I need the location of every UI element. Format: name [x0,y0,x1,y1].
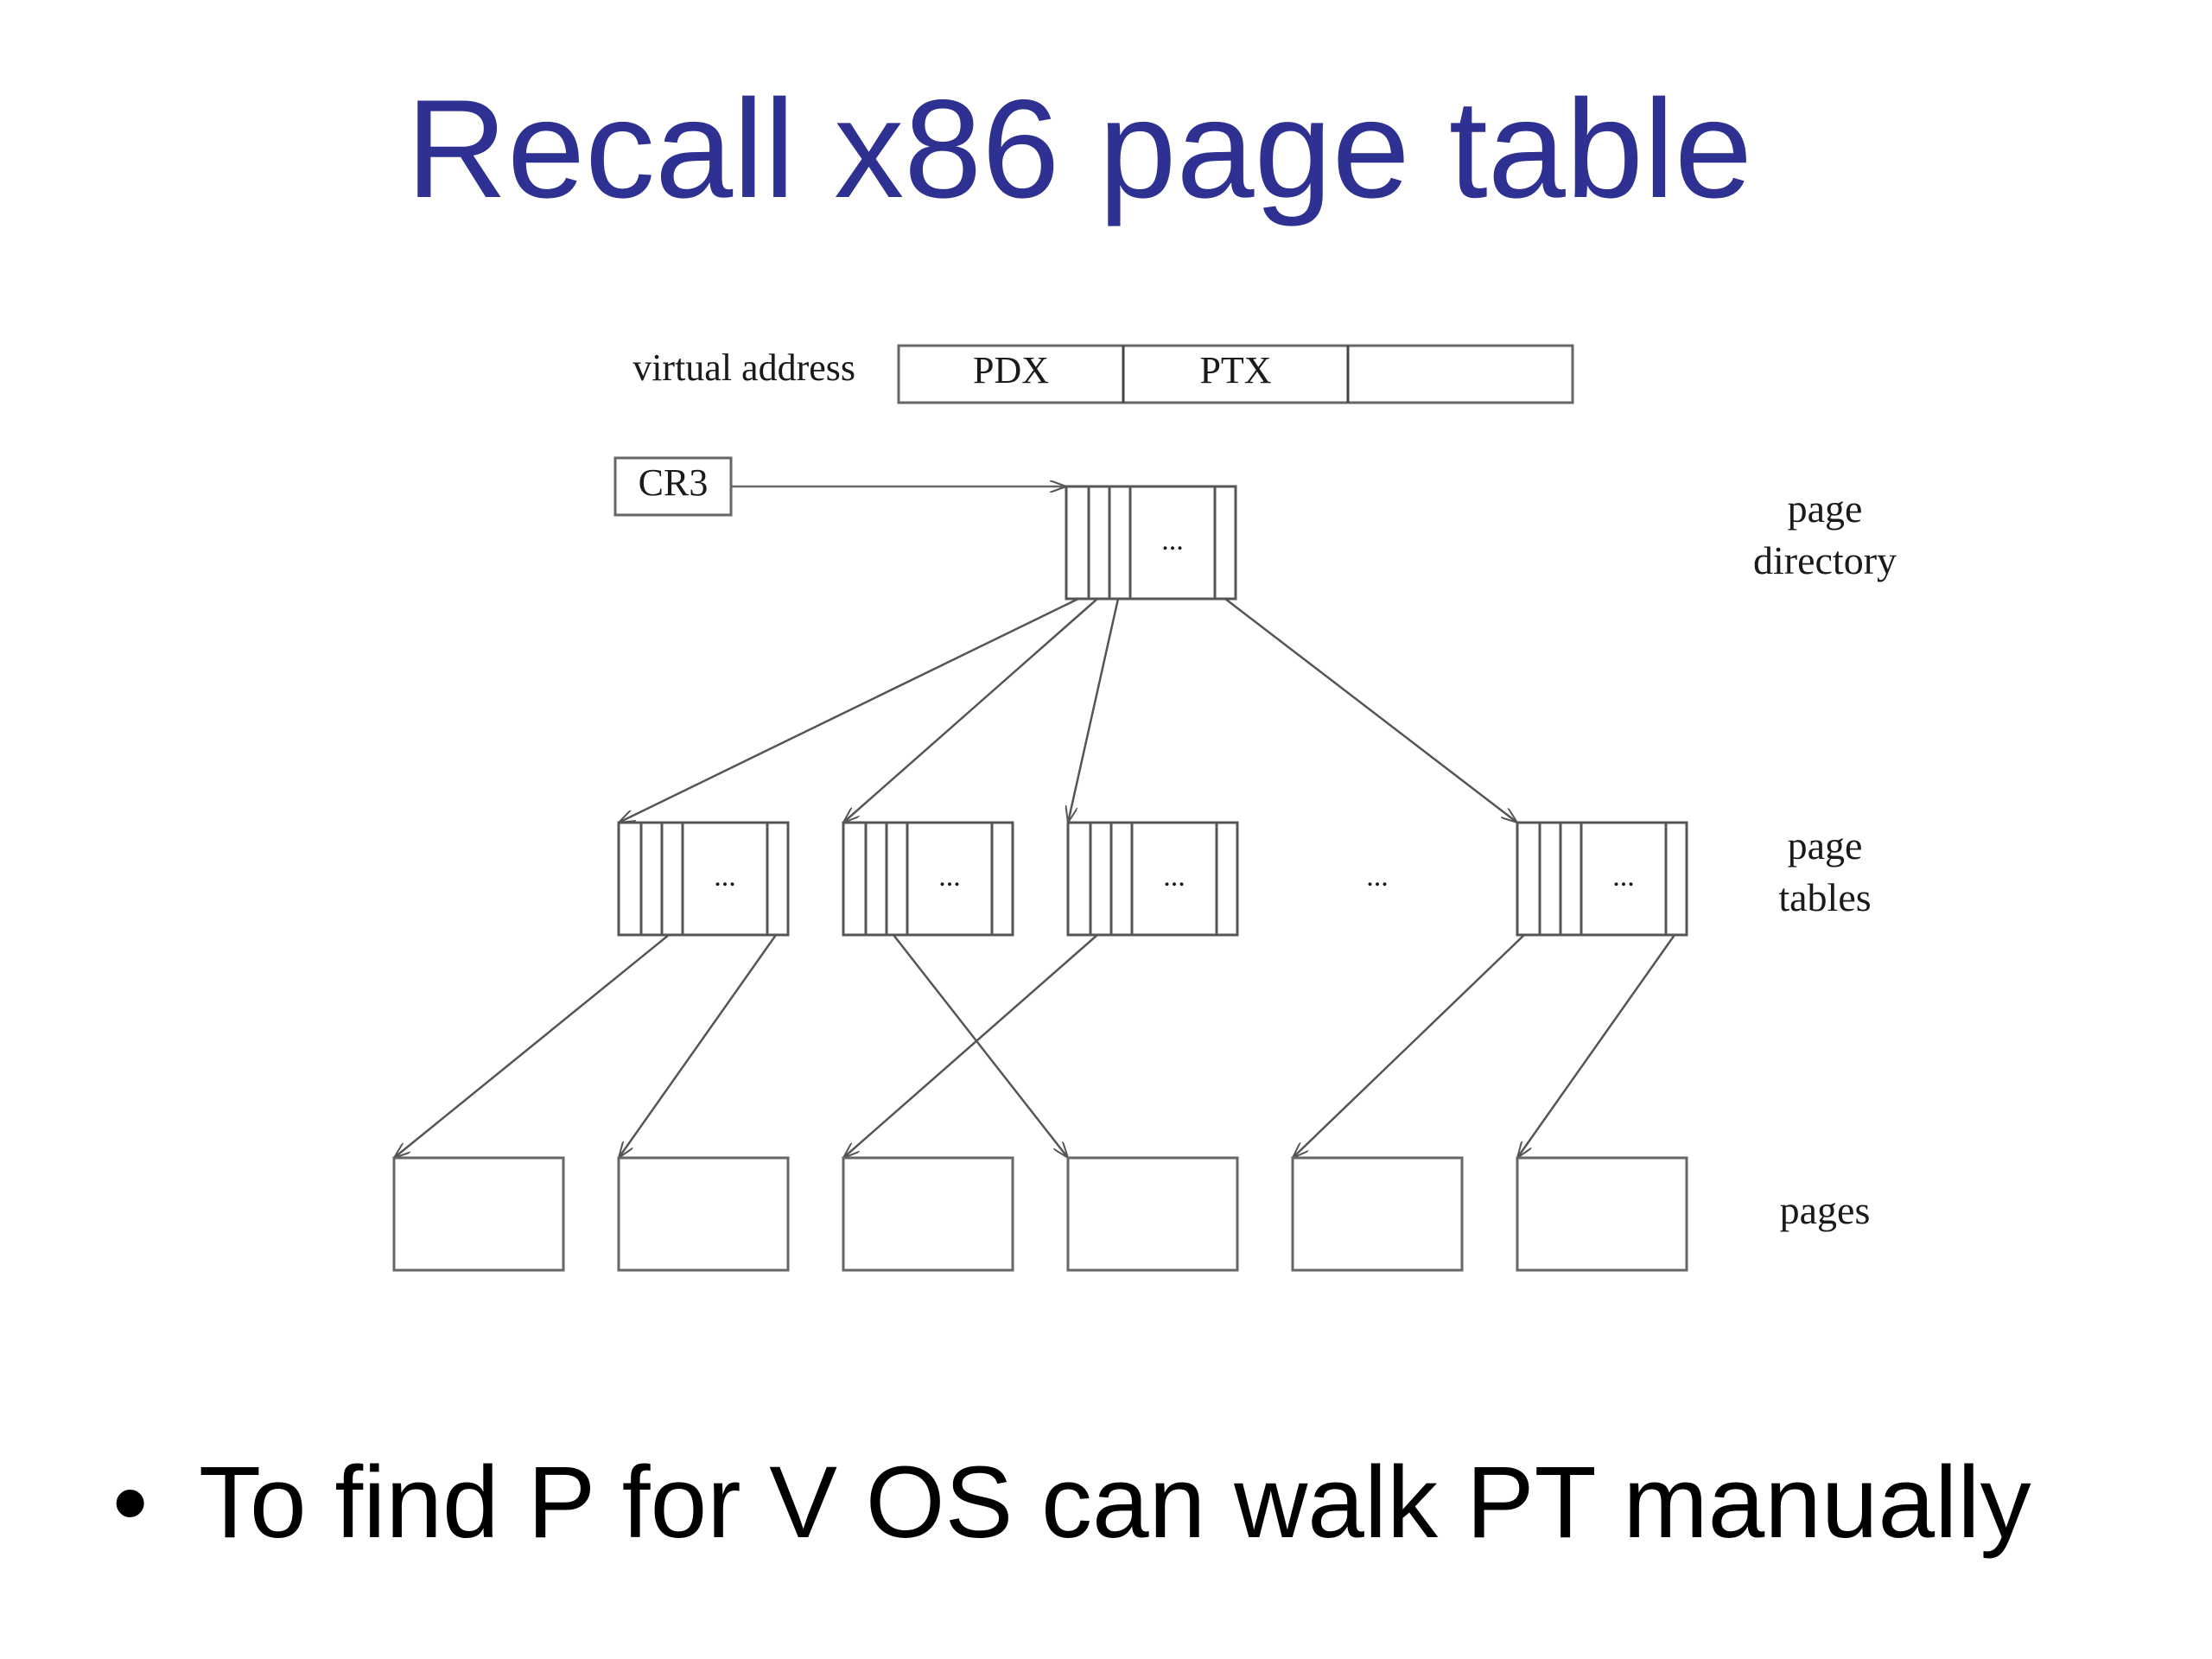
page-table-2-ellipsis: ... [938,861,961,893]
virtual-address-label: virtual address [632,346,855,389]
page-1 [392,1156,565,1272]
directory-arrows [619,597,1517,823]
slide-title: Recall x86 page table [406,71,1753,227]
page-3 [842,1156,1014,1272]
page-directory-label-line1: page [1788,486,1863,531]
page-table-1-ellipsis: ... [714,861,736,893]
ptx-field: PTX [1199,349,1271,391]
page-table-arrows [394,934,1676,1158]
page-2 [617,1156,790,1272]
page-table-2 [842,821,1014,937]
page-table-1 [617,821,790,937]
virtual-address-bar [897,344,1574,404]
page-tables-gap-ellipsis: ... [1366,861,1389,893]
page-directory-label-line2: directory [1753,538,1897,582]
page-4 [1066,1156,1239,1272]
page-directory-ellipsis: ... [1161,524,1184,556]
page-6 [1516,1156,1688,1272]
bullet-item: •To find P for V OS can walk PT manually [112,1452,2031,1554]
page-table-4-ellipsis: ... [1612,861,1635,893]
bullet-text: To find P for V OS can walk PT manually [199,1446,2031,1560]
page-tables-label-line1: page [1788,823,1863,868]
page-table-4 [1516,821,1688,937]
pages-row [392,1156,1688,1272]
page-5 [1291,1156,1464,1272]
page-table-3 [1066,821,1239,937]
pages-label: pages [1780,1188,1871,1232]
bullet-marker: • [112,1446,149,1560]
page-tables-label-line2: tables [1778,875,1871,919]
cr3-label: CR3 [639,461,709,504]
page-directory [1065,485,1237,601]
pdx-field: PDX [973,349,1049,391]
page-table-3-ellipsis: ... [1163,861,1185,893]
